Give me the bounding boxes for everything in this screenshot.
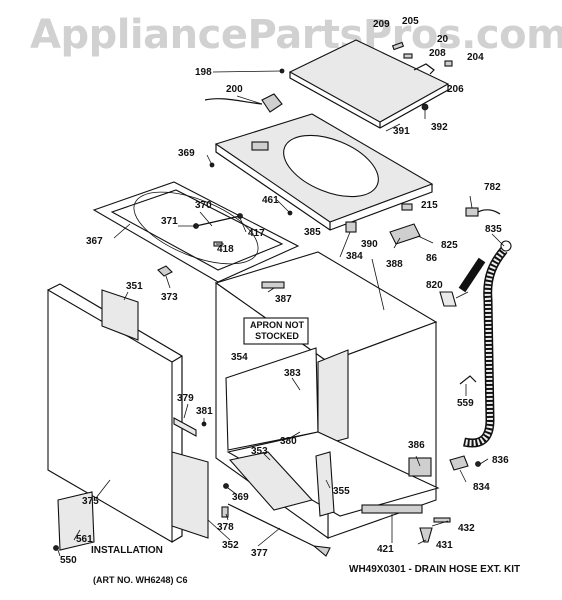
callout-385: 385 [304,227,321,238]
callout-387: 387 [275,294,292,305]
callout-215: 215 [421,200,438,211]
base-frame-part [92,162,300,283]
apron-note-line-2: STOCKED [255,331,299,341]
watermark-logo: AppliancePartsPros.com [30,12,562,58]
callout-369-bottom: 369 [232,492,249,503]
callout-834: 834 [473,482,490,493]
callout-782: 782 [484,182,501,193]
top-cover-part [214,113,434,231]
callout-820: 820 [426,280,443,291]
callout-20: 20 [437,34,449,45]
callout-825: 825 [441,240,458,251]
installation-label: INSTALLATION [91,545,163,556]
bracket-assembly-part [345,203,421,245]
callout-383: 383 [284,368,301,379]
panel-strip-part [173,417,207,437]
apron-note: APRON NOT STOCKED [246,320,308,342]
callout-836: 836 [492,455,509,466]
callout-209: 209 [373,19,390,30]
callout-200: 200 [226,84,243,95]
callout-206: 206 [447,84,464,95]
callout-384: 384 [346,251,363,262]
apron-note-line-1: APRON NOT [250,320,304,330]
callout-367: 367 [86,236,103,247]
callout-380: 380 [280,436,297,447]
bracket-559-part [459,375,477,385]
leader-lines [57,70,505,557]
lid-part [288,39,450,129]
callout-369-top: 369 [178,148,195,159]
callout-354: 354 [231,352,248,363]
callout-198: 198 [195,67,212,78]
callout-835: 835 [485,224,502,235]
hose-clamp-part [465,207,501,217]
callout-417: 417 [248,228,265,239]
callout-461: 461 [262,195,279,206]
insulation-pad-part [101,289,139,341]
callout-86: 86 [426,253,438,264]
callout-379: 379 [177,393,194,404]
callout-370: 370 [195,200,212,211]
front-panel-part [47,283,183,543]
callout-421: 421 [377,544,394,555]
callout-371: 371 [161,216,178,227]
pump-part [449,455,469,471]
callout-559: 559 [457,398,474,409]
lower-panel-part [171,451,209,539]
callout-391: 391 [393,126,410,137]
callout-204: 204 [467,52,484,63]
drain-hose-part [458,240,512,448]
drain-hose-kit-caption: WH49X0301 - DRAIN HOSE EXT. KIT [349,564,521,575]
base-components [221,431,451,557]
callout-386: 386 [408,440,425,451]
callout-352: 352 [222,540,239,551]
callout-388: 388 [386,259,403,270]
callout-208: 208 [429,48,446,59]
callout-378: 378 [217,522,234,533]
callout-561: 561 [76,534,93,545]
spring-clip-part [157,265,173,277]
lid-switch-part [204,93,283,113]
callout-392: 392 [431,122,448,133]
callout-355: 355 [333,486,350,497]
callout-418: 418 [217,244,234,255]
callout-353: 353 [251,446,268,457]
hose-clip-part [439,291,457,307]
callout-432: 432 [458,523,475,534]
callout-373: 373 [161,292,178,303]
art-number-caption: (ART NO. WH6248) C6 [93,575,188,585]
callout-351: 351 [126,281,143,292]
callout-377: 377 [251,548,268,559]
callout-205: 205 [402,16,419,27]
callout-381: 381 [196,406,213,417]
callout-550: 550 [60,555,77,566]
installation-bag-part [57,491,95,551]
lid-hinge-parts [279,41,453,111]
callout-431: 431 [436,540,453,551]
callout-375: 375 [82,496,99,507]
callout-390: 390 [361,239,378,250]
